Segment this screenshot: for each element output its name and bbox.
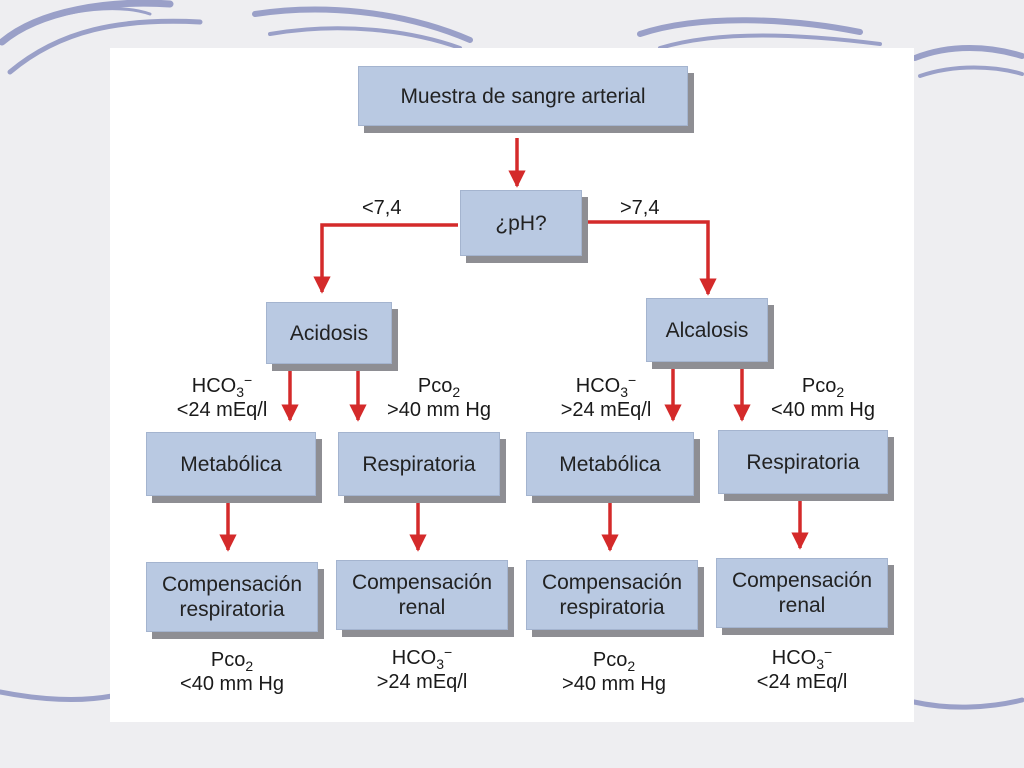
pco2-value: >40 mm Hg — [387, 399, 491, 421]
edge-label-ph-high: >7,4 — [620, 197, 660, 219]
diagram-panel: Muestra de sangre arterial ¿pH? Acidosis… — [110, 48, 914, 722]
pco2-subscript: 2 — [627, 658, 636, 674]
node-acidosis: Acidosis — [266, 302, 392, 364]
hco3-name: HCO — [391, 647, 437, 669]
node-ph-label: ¿pH? — [495, 211, 547, 235]
node-root: Muestra de sangre arterial — [358, 66, 688, 126]
outcome-acid-resp: HCO3− >24 mEq/l — [342, 644, 502, 694]
node-comp-acid-resp-line1: Compensación — [351, 571, 493, 594]
node-comp-acid-met: Compensación respiratoria — [146, 562, 318, 632]
node-acidosis-label: Acidosis — [289, 321, 369, 345]
hco3-subscript: 3 — [236, 384, 245, 400]
hco3-value: >24 mEq/l — [560, 399, 652, 421]
node-comp-acid-resp-line2: renal — [398, 596, 446, 619]
connector-layer — [219, 138, 809, 552]
node-comp-alc-resp: Compensación renal — [716, 558, 888, 628]
node-comp-alc-met-line1: Compensación — [541, 571, 683, 594]
node-comp-acid-met-line2: respiratoria — [179, 598, 285, 621]
pco2-subscript: 2 — [245, 658, 254, 674]
edge-label-alc-resp: Pco2 <40 mm Hg — [748, 374, 898, 422]
hco3-value: >24 mEq/l — [376, 671, 468, 693]
node-acid-metabolica-label: Metabólica — [180, 452, 282, 476]
hco3-subscript: 3 — [620, 384, 629, 400]
pco2-subscript: 2 — [452, 384, 461, 400]
edge-label-alc-met: HCO3− >24 mEq/l — [536, 372, 676, 422]
pco2-name: Pco — [417, 375, 453, 397]
node-alc-respiratoria-label: Respiratoria — [746, 450, 860, 474]
pco2-name: Pco — [592, 649, 628, 671]
node-alc-respiratoria: Respiratoria — [718, 430, 888, 494]
hco3-subscript: 3 — [816, 656, 825, 672]
node-ph: ¿pH? — [460, 190, 582, 256]
hco3-value: <24 mEq/l — [756, 671, 848, 693]
node-comp-alc-met-line2: respiratoria — [559, 596, 665, 619]
hco3-name: HCO — [771, 647, 817, 669]
node-alc-metabolica: Metabólica — [526, 432, 694, 496]
hco3-superscript: − — [628, 372, 637, 388]
hco3-name: HCO — [191, 375, 237, 397]
hco3-superscript: − — [244, 372, 253, 388]
outcome-acid-met: Pco2 <40 mm Hg — [152, 648, 312, 696]
node-alcalosis: Alcalosis — [646, 298, 768, 362]
hco3-subscript: 3 — [436, 656, 445, 672]
pco2-value: <40 mm Hg — [771, 399, 875, 421]
arrow-ph-to-alcalosis — [582, 220, 717, 296]
node-acid-respiratoria: Respiratoria — [338, 432, 500, 496]
node-comp-alc-resp-line1: Compensación — [731, 569, 873, 592]
hco3-superscript: − — [824, 644, 833, 660]
outcome-alc-met: Pco2 >40 mm Hg — [534, 648, 694, 696]
node-comp-alc-resp-line2: renal — [778, 594, 826, 617]
node-comp-acid-met-line1: Compensación — [161, 573, 303, 596]
pco2-value: <40 mm Hg — [180, 673, 284, 695]
node-comp-acid-resp: Compensación renal — [336, 560, 508, 630]
pco2-subscript: 2 — [836, 384, 845, 400]
pco2-name: Pco — [210, 649, 246, 671]
edge-label-ph-low: <7,4 — [362, 197, 402, 219]
node-comp-alc-met: Compensación respiratoria — [526, 560, 698, 630]
pco2-name: Pco — [801, 375, 837, 397]
hco3-superscript: − — [444, 644, 453, 660]
edge-label-acid-resp: Pco2 >40 mm Hg — [364, 374, 514, 422]
arrow-ph-to-acidosis — [313, 223, 458, 294]
edge-label-acid-met: HCO3− <24 mEq/l — [152, 372, 292, 422]
node-acid-respiratoria-label: Respiratoria — [362, 452, 476, 476]
pco2-value: >40 mm Hg — [562, 673, 666, 695]
node-alcalosis-label: Alcalosis — [665, 318, 749, 342]
hco3-value: <24 mEq/l — [176, 399, 268, 421]
outcome-alc-resp: HCO3− <24 mEq/l — [722, 644, 882, 694]
hco3-name: HCO — [575, 375, 621, 397]
node-root-label: Muestra de sangre arterial — [400, 84, 646, 108]
node-alc-metabolica-label: Metabólica — [559, 452, 661, 476]
node-acid-metabolica: Metabólica — [146, 432, 316, 496]
